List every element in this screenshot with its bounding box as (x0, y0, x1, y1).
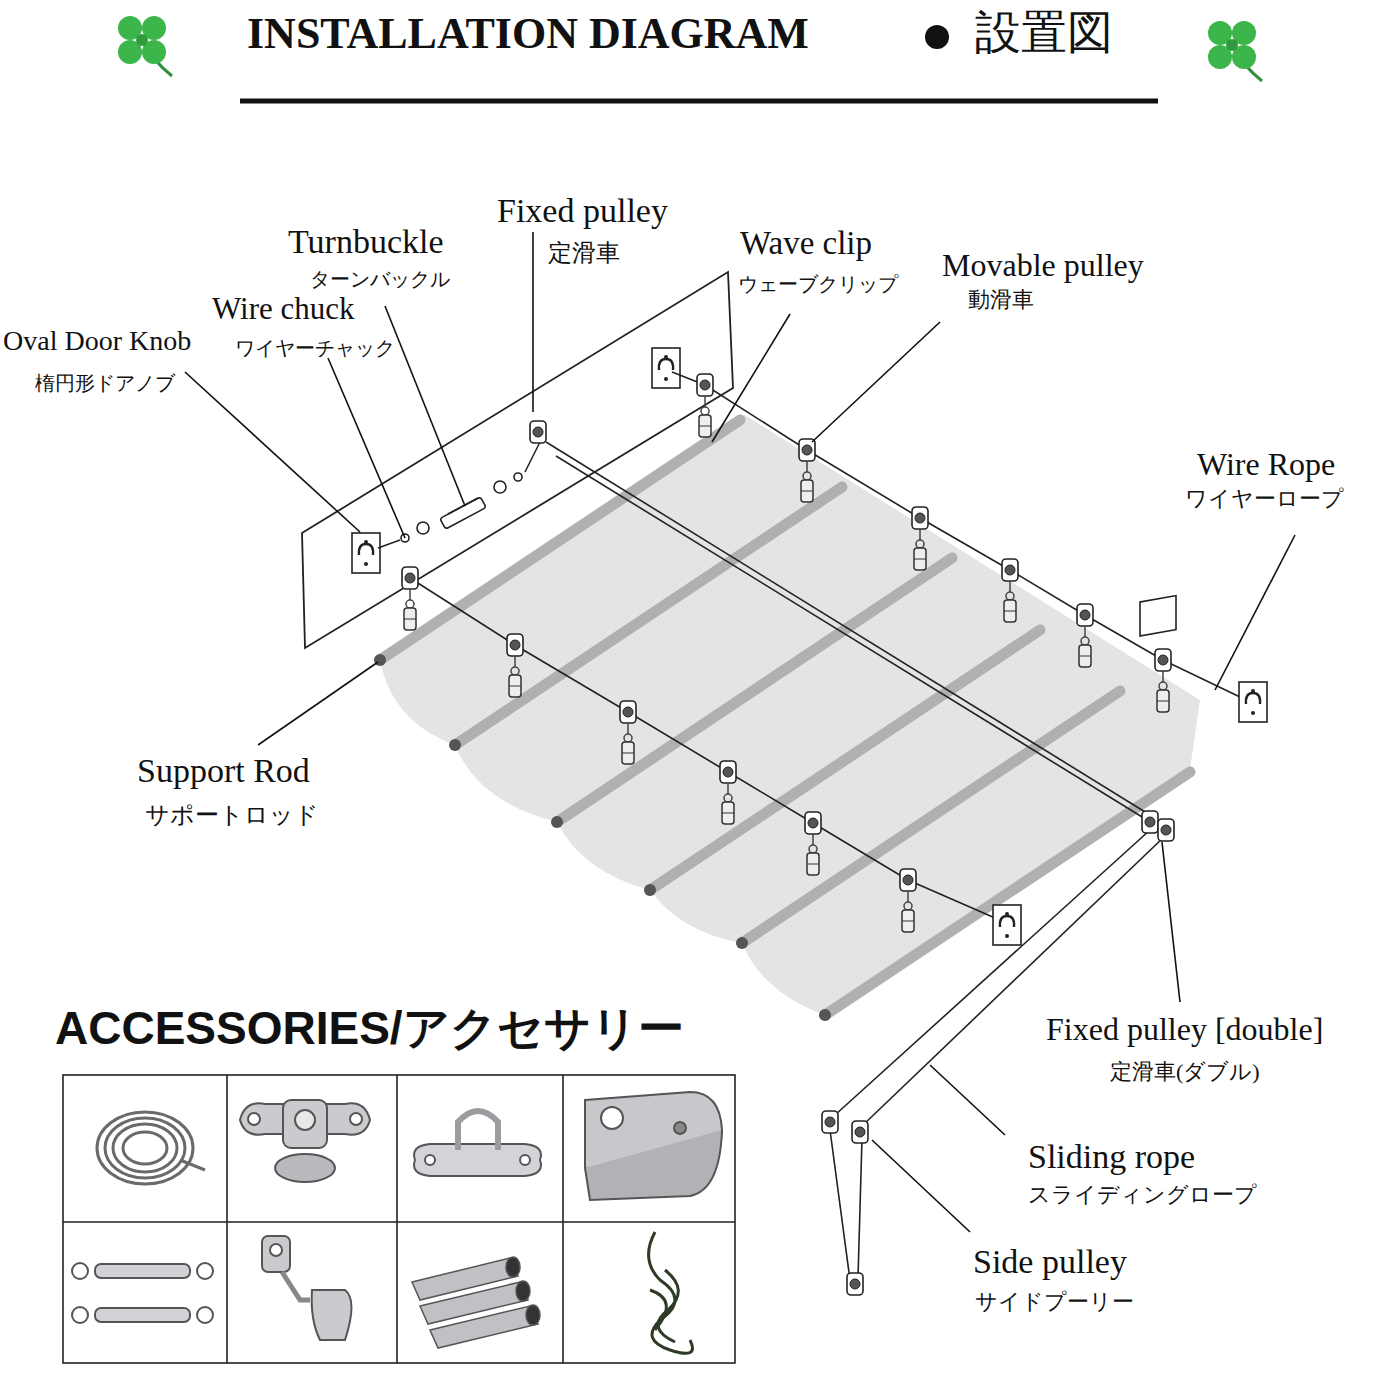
part-name: Wire Rope (1197, 447, 1335, 482)
part-name-japanese: スライディングロープ (1028, 1183, 1257, 1207)
part-name: Fixed pulley (497, 192, 668, 229)
part-name-japanese: サイドプーリー (975, 1290, 1134, 1314)
part-name: Sliding rope (1028, 1138, 1195, 1175)
part-name: Support Rod (137, 752, 310, 789)
part-name-japanese: 定滑車 (548, 240, 620, 266)
part-name-japanese: ターンバックル (310, 268, 450, 290)
part-name-japanese: 動滑車 (968, 288, 1034, 312)
part-name: Side pulley (973, 1243, 1127, 1280)
title-japanese: 設置図 (975, 8, 1113, 59)
part-name-japanese: ワイヤーロープ (1185, 487, 1344, 511)
part-name-japanese: 定滑車(ダブル) (1110, 1060, 1260, 1084)
diagram-title: INSTALLATION DIAGRAM (247, 10, 809, 58)
section-heading: ACCESSORIES/アクセサリー (55, 1003, 684, 1054)
part-name: Wire chuck (212, 292, 354, 326)
part-name-japanese: 楕円形ドアノブ (35, 372, 175, 394)
part-name: Turnbuckle (288, 223, 444, 260)
part-name-japanese: ウェーブクリップ (738, 273, 898, 295)
part-name: Oval Door Knob (3, 326, 191, 357)
part-name-japanese: サポートロッド (145, 802, 319, 828)
part-name: Wave clip (740, 225, 872, 261)
part-name-japanese: ワイヤーチャック (235, 337, 395, 359)
part-name: Movable pulley (942, 248, 1144, 283)
part-name: Fixed pulley [double] (1046, 1012, 1323, 1047)
